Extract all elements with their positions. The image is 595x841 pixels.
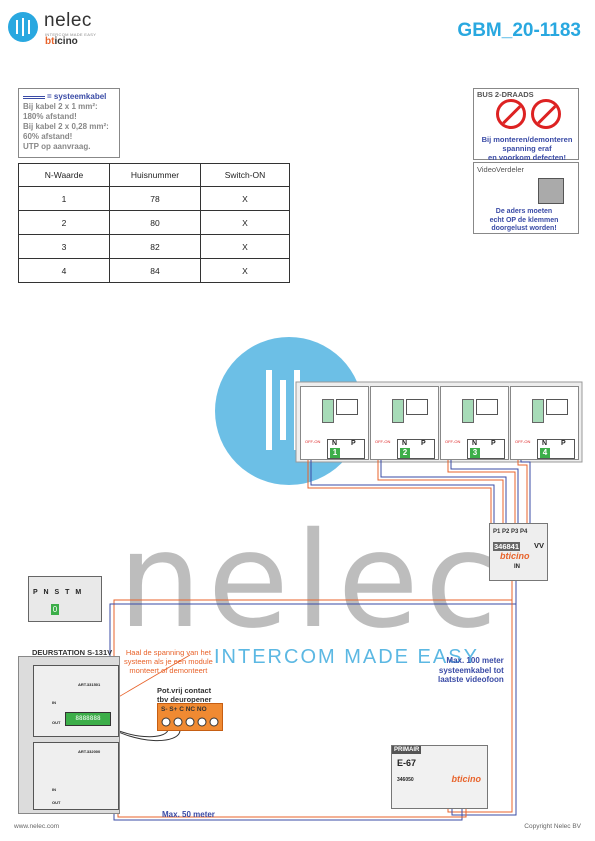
no-voltage-icon (531, 99, 561, 129)
switch-label: OFF-ON (445, 439, 461, 444)
door-station-module-1: ART.331501 IN OUT (33, 665, 119, 737)
vv-ports: P1 P2 P3 P4 (493, 529, 528, 535)
out-label: OUT (52, 720, 61, 725)
brand-name: nelec (44, 10, 92, 31)
primary-label: PRIMAIR (392, 746, 422, 754)
out-label: OUT (52, 800, 61, 805)
max-50m-note: Max. 50 meter (162, 810, 215, 819)
power-supply-e67: PRIMAIR E-67 346050 bticino (391, 745, 488, 809)
table-header: Switch-ON (200, 163, 290, 187)
relay-terminal-labels: S- S+ C NC NO (161, 706, 207, 713)
cable-note: = systeemkabel Bij kabel 2 x 1 mm²: 180%… (18, 88, 120, 158)
bus-warning-box: BUS 2-DRAADS Bij monteren/demonteren spa… (473, 88, 579, 162)
address-number: 1 (330, 448, 340, 458)
cable-note-line: Bij kabel 2 x 0,28 mm²: (23, 122, 109, 131)
terminal-block (532, 399, 544, 423)
module-code: ART.332000 (78, 749, 101, 754)
vv-box-title: VideoVerdeler (477, 165, 524, 174)
monitor-cables (307, 460, 531, 523)
video-distributor-note-box: VideoVerdeler De aders moeten echt OP de… (473, 162, 579, 234)
video-distributor: P1 P2 P3 P4 346841 VV bticino IN (489, 523, 548, 581)
bus-box-text: Bij monteren/demonteren spanning eraf en… (481, 135, 573, 162)
cable-legend: = systeemkabel (23, 92, 115, 102)
vv-code: 346841 (493, 542, 521, 551)
screen-icon (336, 399, 358, 415)
no-plug-icon (496, 99, 526, 129)
terminal-block (392, 399, 404, 423)
terminal-block (462, 399, 474, 423)
footer-copyright: Copyright Nelec BV (524, 823, 581, 830)
switch-label: OFF-ON (515, 439, 531, 444)
terminal-number: 0 (51, 604, 59, 615)
power-warning-note: Haal de spanning van het systeem als je … (124, 648, 213, 675)
watermark-text: nelec (118, 504, 504, 658)
cable-note-line: UTP op aanvraag. (23, 142, 91, 151)
address-number: 3 (470, 448, 480, 458)
screen-icon (406, 399, 428, 415)
nelec-logo-icon (8, 12, 38, 42)
bus-box-title: BUS 2-DRAADS (477, 90, 534, 99)
door-station-connector: 8888888 (65, 712, 111, 726)
cable-note-line: 60% afstand! (23, 132, 73, 141)
max-100m-note: Max. 100 meter systeemkabel tot laatste … (438, 656, 504, 684)
in-label: IN (52, 787, 56, 792)
power-supply-name: E-67 (397, 758, 417, 768)
door-station-module-2: ART.332000 IN OUT (33, 742, 119, 810)
in-label: IN (52, 700, 56, 705)
terminal-labels: P N S T M (33, 589, 84, 596)
terminal-icon (538, 178, 564, 204)
vv-input-label: IN (514, 564, 520, 570)
pot-contact-label: Pot.vrij contact tbv deuropener (157, 686, 212, 704)
document-title: GBM_20-1183 (457, 20, 581, 41)
footer-url[interactable]: www.nelec.com (14, 823, 60, 830)
address-number: 4 (540, 448, 550, 458)
address-number: 2 (400, 448, 410, 458)
bticino-logo: bticino (451, 774, 482, 784)
switch-label: OFF-ON (375, 439, 391, 444)
switch-label: OFF-ON (305, 439, 321, 444)
door-opener-relay: S- S+ C NC NO (157, 703, 223, 731)
nelec-logo: nelec INTERCOM MADE EASY bticino (8, 10, 118, 47)
screen-icon (476, 399, 498, 415)
cable-note-line: 180% afstand! (23, 112, 77, 121)
cable-note-line: Bij kabel 2 x 1 mm²: (23, 102, 98, 111)
relay-screw-terminals (161, 717, 219, 727)
power-supply-code: 346050 (397, 777, 414, 783)
bticino-logo: bticino (500, 551, 530, 561)
vv-box-text: De aders moeten echt OP de klemmen doorg… (489, 208, 559, 232)
screen-icon (546, 399, 568, 415)
door-station-terminal-detail: P N S T M 0 (28, 576, 102, 622)
bticino-logo: bticino (45, 36, 78, 47)
terminal-block (322, 399, 334, 423)
module-code: ART.331501 (78, 682, 101, 687)
brand-tagline: INTERCOM MADE EASY (45, 32, 97, 37)
vv-label: VV (533, 541, 544, 550)
watermark-tagline: INTERCOM MADE EASY (214, 646, 479, 668)
door-station-label: DEURSTATION S-131V (32, 648, 113, 657)
